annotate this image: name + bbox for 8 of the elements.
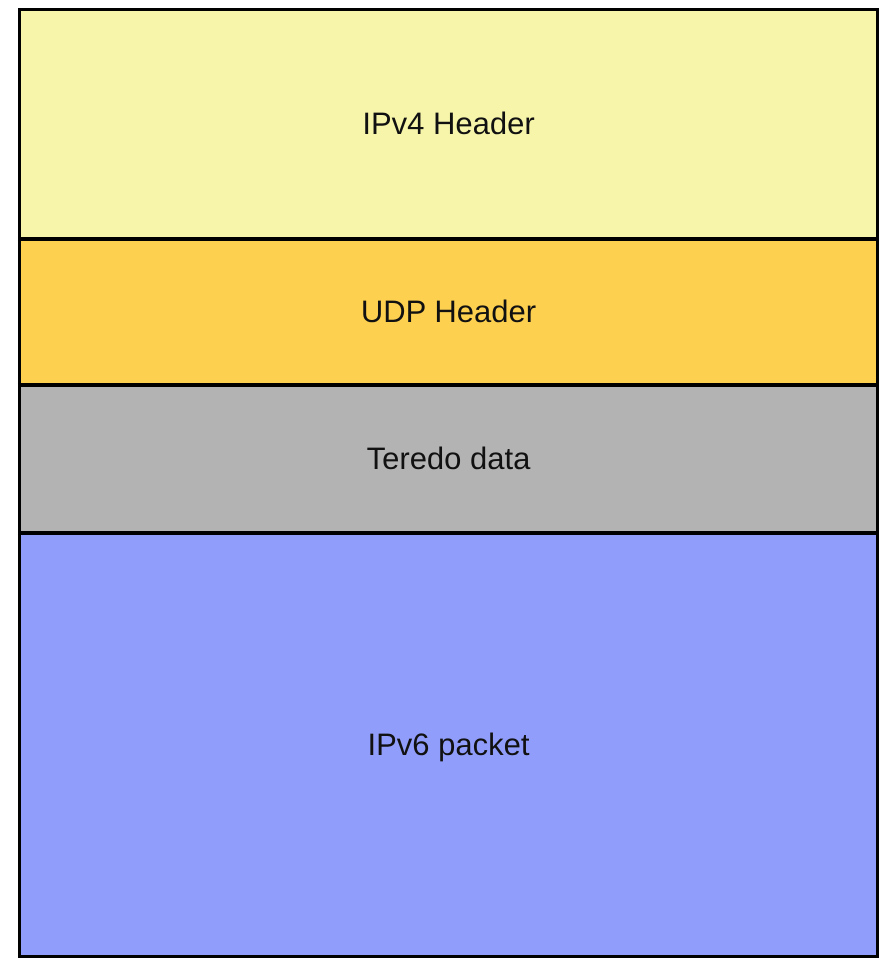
header-band	[18, 384, 879, 534]
band-label: IPv4 Header	[362, 104, 535, 143]
band-label: IPv6 packet	[368, 726, 530, 764]
header-band	[18, 532, 879, 958]
band-label: UDP Header	[360, 292, 536, 331]
header-band	[18, 8, 879, 240]
band-label: Teredo data	[366, 440, 530, 478]
header-band	[18, 238, 879, 386]
